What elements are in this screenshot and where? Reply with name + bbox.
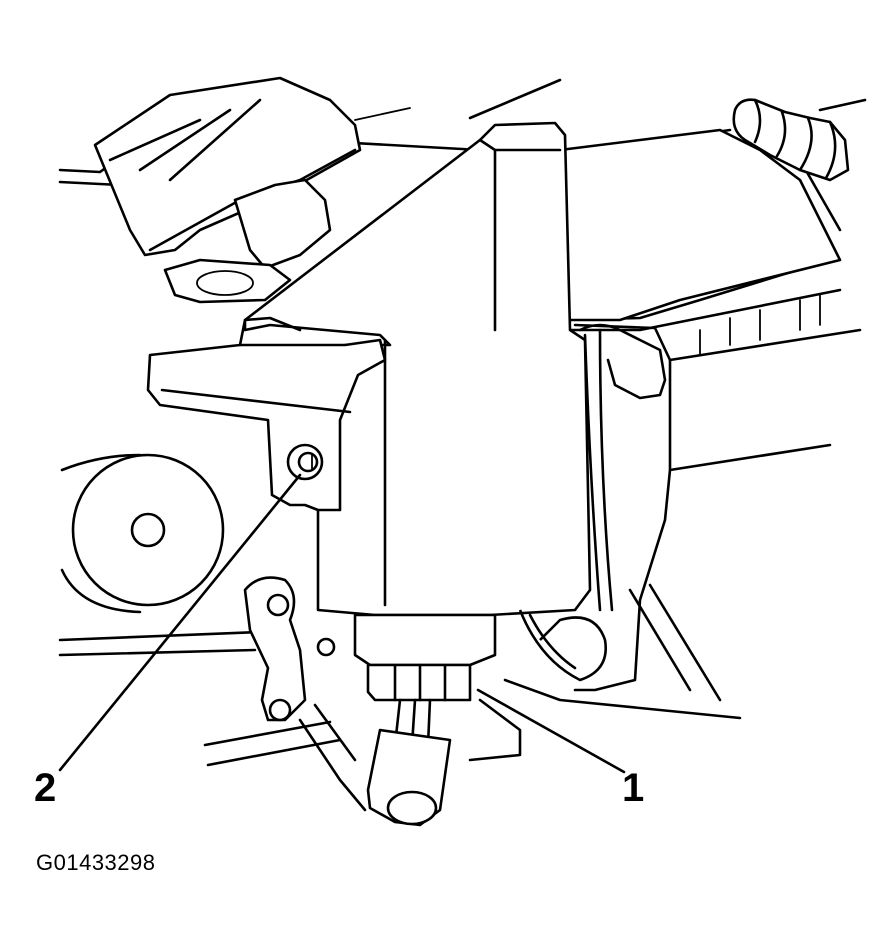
callout-number-1: 1: [622, 766, 645, 810]
wire-harness: [518, 323, 667, 682]
cap-assembly: [93, 76, 362, 304]
mounting-bolt: [286, 443, 324, 481]
ribbed-plug: [732, 98, 850, 182]
figure-id-label: G01433298: [36, 850, 156, 875]
wire-boot: [366, 698, 522, 827]
connector: [353, 613, 497, 702]
leader-line-1: [476, 688, 626, 774]
duct: [558, 128, 842, 692]
pulley: [60, 453, 225, 614]
leader-line-2: [58, 473, 302, 772]
lower-bracket: [243, 576, 367, 812]
leader-lines: [58, 473, 626, 774]
callout-number-2: 2: [34, 766, 57, 810]
